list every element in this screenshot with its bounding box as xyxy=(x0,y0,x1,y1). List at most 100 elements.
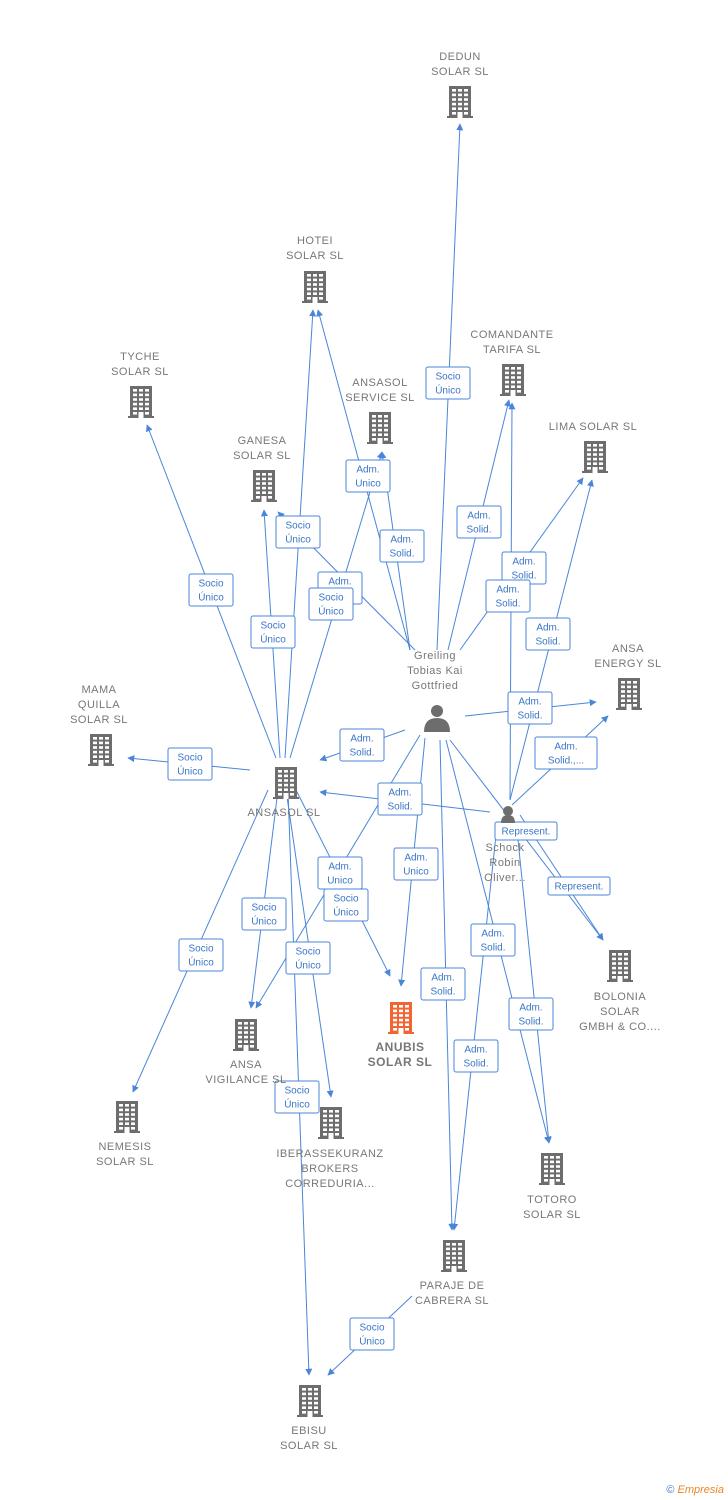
relation-badge-box xyxy=(494,821,558,841)
node-label: MAMA xyxy=(82,684,117,696)
relation-badge[interactable]: Adm.Solid. xyxy=(379,529,425,563)
relation-badge-box xyxy=(425,366,471,400)
relation-badge[interactable]: Adm.Unico xyxy=(345,459,391,493)
building-icon xyxy=(302,271,328,303)
relation-badge-text: Solid. xyxy=(480,943,505,954)
relation-badge[interactable]: Adm.Solid. xyxy=(420,967,466,1001)
relation-badge-text: Adm. xyxy=(404,853,427,864)
relation-badge-box xyxy=(323,888,369,922)
relation-badge[interactable]: Adm.Unico xyxy=(317,856,363,890)
relation-badge[interactable]: Adm.Solid. xyxy=(525,617,571,651)
relation-badge-text: Único xyxy=(251,915,277,928)
person-icon xyxy=(424,705,450,732)
node-label: HOTEI xyxy=(297,235,333,247)
building-icon xyxy=(128,386,154,418)
relation-badge-box xyxy=(308,587,354,621)
relation-badge-box xyxy=(507,691,553,725)
node-label: COMANDANTE xyxy=(470,329,553,341)
relation-badge[interactable]: Adm.Solid. xyxy=(507,691,553,725)
relation-badge-text: Solid. xyxy=(349,748,374,759)
relation-badge-text: Represent. xyxy=(555,882,604,893)
relation-badge-text: Único xyxy=(260,633,286,646)
relation-badge-text: Adm. xyxy=(328,577,351,588)
building-icon xyxy=(441,1240,467,1272)
building-icon xyxy=(273,767,299,799)
building-icon xyxy=(607,950,633,982)
node-label: Tobias Kai xyxy=(407,665,463,677)
node-schock[interactable]: SchockRobinOliver... xyxy=(484,806,526,884)
node-label: Schock xyxy=(485,842,524,854)
relation-badge[interactable]: Represent. xyxy=(547,876,611,896)
relation-badge[interactable]: Adm.Solid. xyxy=(453,1039,499,1073)
relation-badge-text: Único xyxy=(188,956,214,969)
node-label: SOLAR SL xyxy=(96,1156,154,1168)
relation-badge[interactable]: Adm.Solid. xyxy=(470,923,516,957)
relation-badge-box xyxy=(339,728,385,762)
relation-badge[interactable]: Adm.Solid. xyxy=(456,505,502,539)
node-label: VIGILANCE SL xyxy=(205,1074,286,1086)
relation-badge-box xyxy=(547,876,611,896)
relation-badge-text: Adm. xyxy=(518,697,541,708)
relation-badge-text: Socio xyxy=(198,579,223,590)
relation-badge[interactable]: Represent. xyxy=(494,821,558,841)
relation-badge[interactable]: Adm.Unico xyxy=(393,847,439,881)
node-ansasol[interactable]: ANSASOL SL xyxy=(247,767,320,819)
relation-badge[interactable]: Adm.Solid. xyxy=(339,728,385,762)
relation-badge-text: Único xyxy=(359,1335,385,1348)
relation-badge-text: Solid. xyxy=(495,599,520,610)
relation-badge-text: Socio xyxy=(285,521,310,532)
edge-schock-to-totoro xyxy=(517,839,552,1144)
building-icon xyxy=(367,412,393,444)
building-icon xyxy=(233,1019,259,1051)
relation-badge-box xyxy=(453,1039,499,1073)
node-iberassekuranz[interactable]: IBERASSEKURANZBROKERSCORREDURIA... xyxy=(276,1107,383,1190)
node-label: SOLAR SL xyxy=(523,1209,581,1221)
relation-badge[interactable]: Adm.Solid. xyxy=(508,997,554,1031)
relation-badge[interactable]: Adm.Solid. xyxy=(485,579,531,613)
relation-badge[interactable]: Adm.Solid. xyxy=(377,782,423,816)
node-label: SOLAR xyxy=(600,1006,640,1018)
relation-badge-text: Único xyxy=(333,906,359,919)
relation-badge[interactable]: Adm.Solid.,... xyxy=(534,736,598,770)
relation-badge-box xyxy=(241,897,287,931)
relation-badge-text: Solid. xyxy=(466,525,491,536)
relation-badge-text: Único xyxy=(285,533,311,546)
node-lima[interactable]: LIMA SOLAR SL xyxy=(549,421,637,473)
relation-badge-box xyxy=(534,736,598,770)
building-icon xyxy=(447,86,473,118)
badges-layer: SocioÚnicoAdm.Solid.Adm.UnicoAdm.Solid.A… xyxy=(167,366,611,1351)
node-label: ANSASOL SL xyxy=(247,807,320,819)
node-label: CORREDURIA... xyxy=(285,1178,375,1190)
relation-badge[interactable]: Adm.Solid. xyxy=(501,551,547,585)
relation-badge-text: Socio xyxy=(333,894,358,905)
relation-badge-box xyxy=(456,505,502,539)
